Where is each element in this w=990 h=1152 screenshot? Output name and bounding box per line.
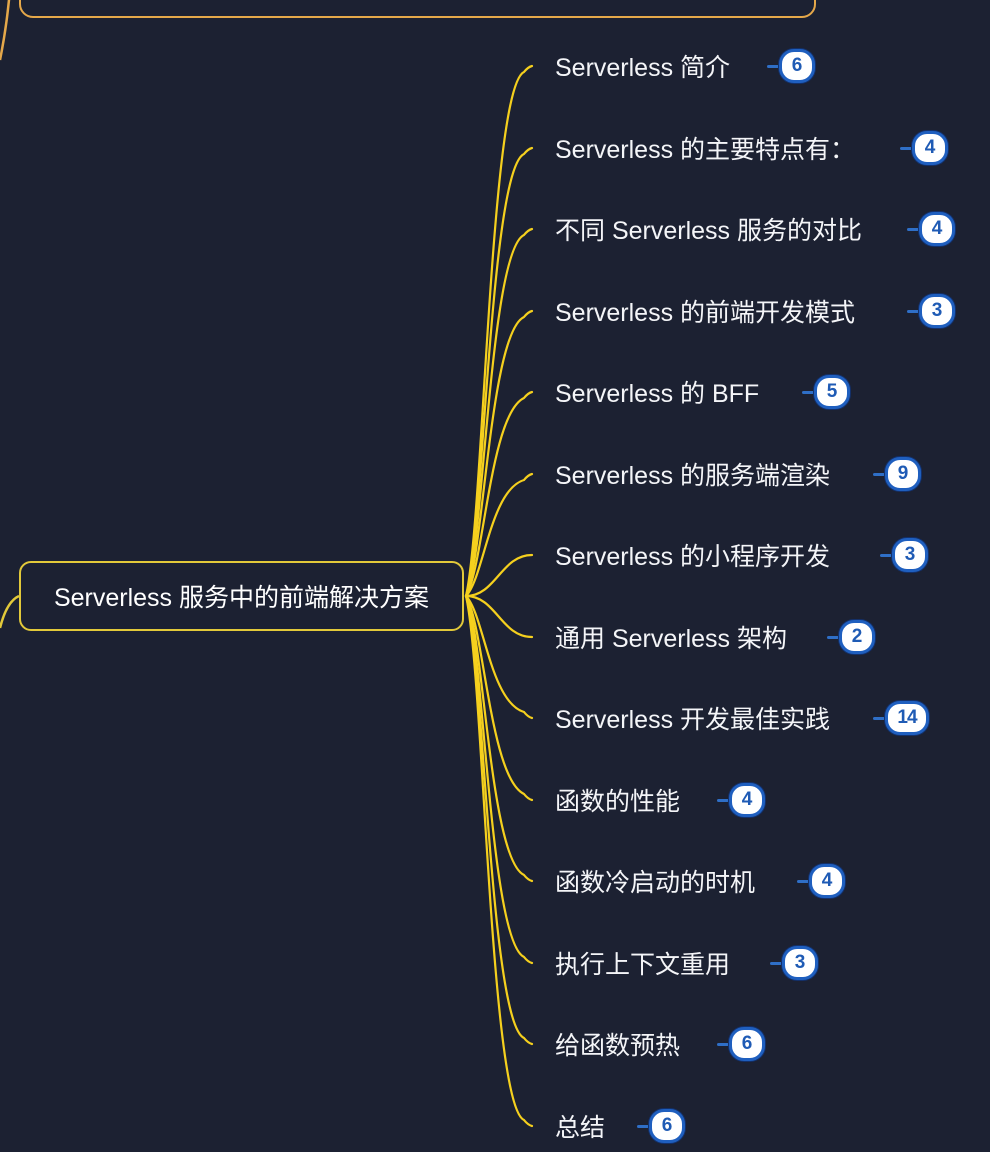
subtopic-item[interactable]: 执行上下文重用 3 — [555, 943, 818, 983]
subtopic-label: Serverless 的 BFF — [555, 380, 760, 408]
collapsed-count-toggle[interactable]: 5 — [802, 375, 850, 409]
badge-connector — [717, 1042, 729, 1046]
collapsed-count-toggle[interactable]: 14 — [873, 701, 929, 735]
badge-connector — [900, 146, 912, 150]
subtopic-item[interactable]: 不同 Serverless 服务的对比 4 — [555, 209, 955, 249]
parent-topic-node[interactable] — [19, 0, 816, 18]
subtopic-label: Serverless 的前端开发模式 — [555, 299, 856, 327]
child-count-badge: 4 — [729, 783, 765, 817]
subtopic-item[interactable]: 给函数预热 6 — [555, 1024, 765, 1064]
child-count-badge: 2 — [839, 620, 875, 654]
subtopic-item[interactable]: Serverless 简介 6 — [555, 46, 815, 86]
subtopic-item[interactable]: Serverless 的小程序开发 3 — [555, 535, 928, 575]
child-count-badge: 4 — [919, 212, 955, 246]
collapsed-count-toggle[interactable]: 2 — [827, 620, 875, 654]
collapsed-count-toggle[interactable]: 6 — [767, 49, 815, 83]
root-topic-label: Serverless 服务中的前端解决方案 — [53, 584, 430, 612]
collapsed-count-toggle[interactable]: 3 — [880, 538, 928, 572]
child-count-badge: 3 — [782, 946, 818, 980]
subtopic-label: Serverless 开发最佳实践 — [555, 706, 831, 734]
subtopic-item[interactable]: Serverless 的前端开发模式 3 — [555, 291, 955, 331]
child-count-badge: 3 — [919, 294, 955, 328]
subtopic-label: Serverless 的主要特点有： — [555, 136, 856, 164]
subtopic-item[interactable]: Serverless 的主要特点有： 4 — [555, 128, 948, 168]
child-count-badge: 14 — [885, 701, 929, 735]
badge-connector — [873, 472, 885, 476]
subtopic-label: Serverless 的服务端渲染 — [555, 462, 831, 490]
badge-connector — [770, 961, 782, 965]
badge-connector — [637, 1124, 649, 1128]
child-count-badge: 4 — [912, 131, 948, 165]
badge-connector — [907, 227, 919, 231]
badge-connector — [880, 553, 892, 557]
child-count-badge: 6 — [779, 49, 815, 83]
subtopic-item[interactable]: 通用 Serverless 架构 2 — [555, 617, 875, 657]
child-count-badge: 4 — [809, 864, 845, 898]
collapsed-count-toggle[interactable]: 3 — [907, 294, 955, 328]
collapsed-count-toggle[interactable]: 9 — [873, 457, 921, 491]
child-count-badge: 6 — [649, 1109, 685, 1143]
subtopic-label: 给函数预热 — [555, 1032, 681, 1060]
subtopic-label: 执行上下文重用 — [555, 951, 731, 979]
subtopic-label: 函数冷启动的时机 — [555, 869, 756, 897]
collapsed-count-toggle[interactable]: 4 — [717, 783, 765, 817]
subtopic-label: Serverless 简介 — [555, 54, 731, 82]
collapsed-count-toggle[interactable]: 4 — [900, 131, 948, 165]
child-count-badge: 3 — [892, 538, 928, 572]
badge-connector — [827, 635, 839, 639]
subtopic-item[interactable]: Serverless 的 BFF 5 — [555, 372, 850, 412]
badge-connector — [797, 879, 809, 883]
subtopic-item[interactable]: 函数的性能 4 — [555, 780, 765, 820]
subtopic-label: 函数的性能 — [555, 788, 681, 816]
badge-connector — [717, 798, 729, 802]
subtopic-label: 总结 — [555, 1114, 606, 1142]
collapsed-count-toggle[interactable]: 4 — [797, 864, 845, 898]
badge-connector — [767, 64, 779, 68]
subtopic-item[interactable]: Serverless 开发最佳实践 14 — [555, 698, 929, 738]
badge-connector — [802, 390, 814, 394]
child-count-badge: 5 — [814, 375, 850, 409]
subtopic-item[interactable]: Serverless 的服务端渲染 9 — [555, 454, 921, 494]
child-count-badge: 9 — [885, 457, 921, 491]
collapsed-count-toggle[interactable]: 6 — [637, 1109, 685, 1143]
badge-connector — [907, 309, 919, 313]
badge-connector — [873, 716, 885, 720]
collapsed-count-toggle[interactable]: 6 — [717, 1027, 765, 1061]
subtopic-label: Serverless 的小程序开发 — [555, 543, 831, 571]
collapsed-count-toggle[interactable]: 4 — [907, 212, 955, 246]
root-topic-node[interactable]: Serverless 服务中的前端解决方案 — [19, 561, 464, 631]
collapsed-count-toggle[interactable]: 3 — [770, 946, 818, 980]
child-count-badge: 6 — [729, 1027, 765, 1061]
subtopic-label: 通用 Serverless 架构 — [555, 625, 787, 653]
subtopic-label: 不同 Serverless 服务的对比 — [555, 217, 862, 245]
subtopic-item[interactable]: 总结 6 — [555, 1106, 685, 1146]
subtopic-item[interactable]: 函数冷启动的时机 4 — [555, 861, 845, 901]
